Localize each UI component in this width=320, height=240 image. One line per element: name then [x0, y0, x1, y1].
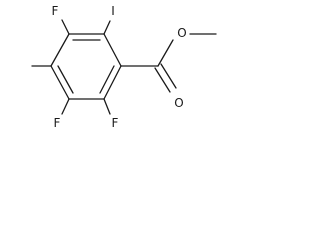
atom-f-top: F [52, 4, 59, 18]
atom-o-carbonyl: O [174, 96, 183, 110]
atom-f-bottom-right: F [112, 116, 119, 130]
atom-o-ester: O [177, 26, 186, 40]
benzene-ring [50, 33, 122, 100]
ring-bond-3 [103, 65, 122, 100]
ring-double-bond-3 [57, 65, 74, 94]
ring-bond-2 [103, 33, 122, 67]
bond-c-i [103, 20, 111, 35]
molecule-drawing: F I F F O O [31, 4, 217, 130]
bond-carbonyl-c-o-ester [157, 39, 174, 67]
structure-diagram: F I F F O O [0, 0, 226, 156]
atom-f-bottom-left: F [54, 116, 61, 130]
ring-double-bond-2 [99, 65, 115, 94]
bond-c-f-bottom-left [61, 98, 70, 115]
atom-i: I [111, 4, 115, 18]
ring-bond-6 [50, 33, 70, 67]
bond-carbonyl-double-1 [154, 67, 171, 93]
ring-bond-5 [50, 65, 70, 100]
bond-carbonyl-double-2 [160, 63, 177, 89]
bond-c-f-top [61, 19, 70, 35]
bond-c-f-bottom-right [103, 98, 111, 115]
